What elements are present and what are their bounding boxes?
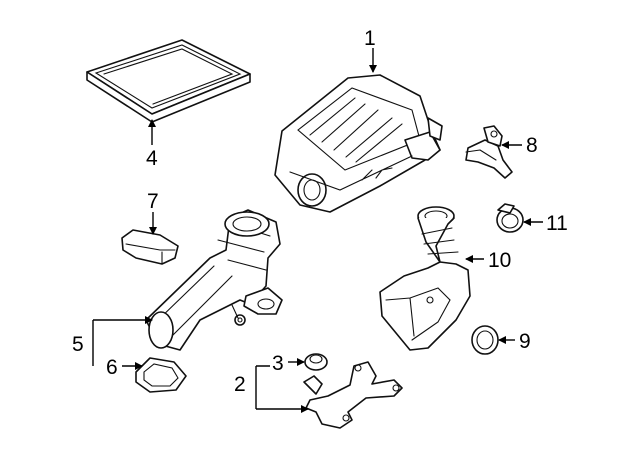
callout-7: 7 [147,190,159,213]
air-cleaner-assembly [274,74,443,213]
callout-5: 5 [72,333,84,356]
leader-line-2 [255,365,300,410]
mounting-grommet [304,353,328,371]
callout-9: 9 [519,330,531,353]
callout-3: 3 [272,352,284,375]
callout-8: 8 [526,134,538,157]
air-filter-element [86,39,251,123]
mounting-bracket [303,361,403,429]
air-intake-hose [145,209,283,351]
callout-6: 6 [106,356,118,379]
callout-1: 1 [364,27,376,50]
resonator-duct [379,206,471,351]
rubber-cap [121,229,179,265]
callout-11: 11 [546,212,568,235]
callout-2: 2 [234,373,246,396]
mass-air-flow-sensor [465,125,513,179]
hose-seal [135,357,187,393]
leader-line-5 [92,319,145,366]
callout-10: 10 [488,249,511,272]
hose-clamp [496,203,524,233]
callout-4: 4 [146,147,158,170]
o-ring [471,325,499,355]
